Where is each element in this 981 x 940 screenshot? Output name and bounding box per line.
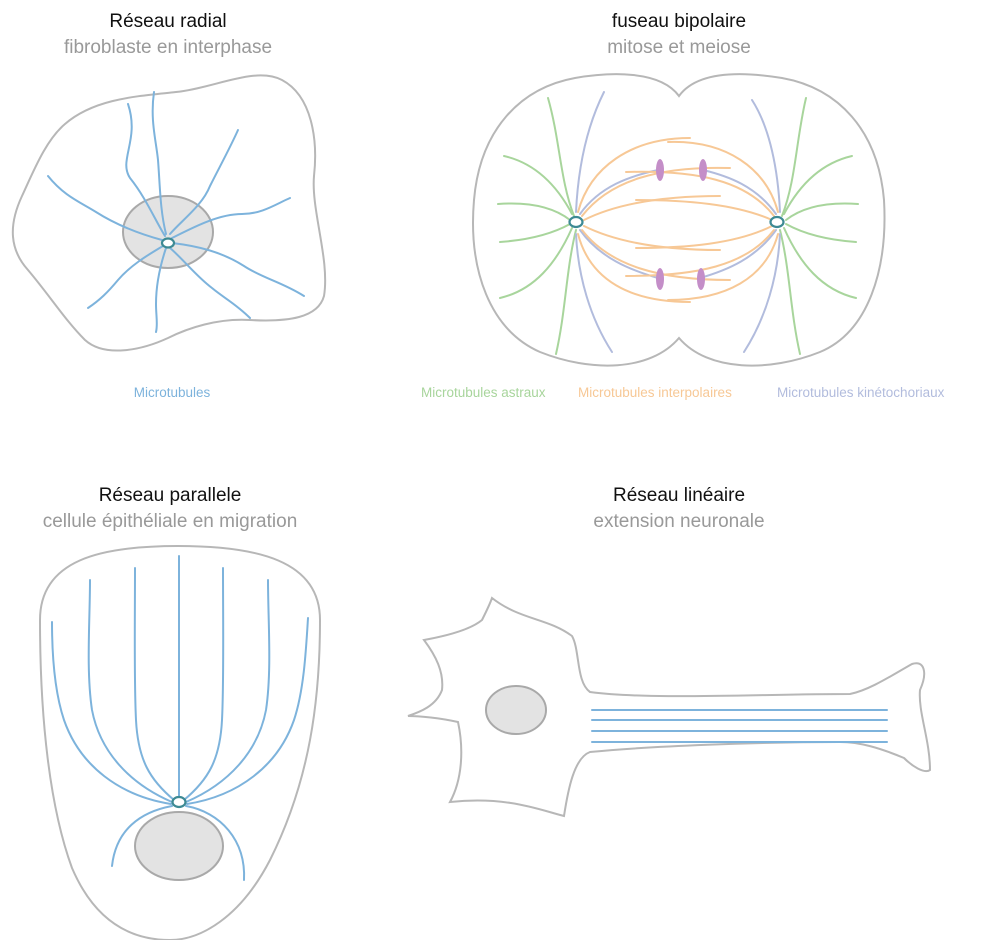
interpolar-microtubule (583, 195, 721, 221)
microtubule (183, 567, 225, 801)
chromosome (656, 268, 664, 290)
linear-panel: Réseau linéaire extension neuronale (407, 485, 932, 818)
microtubule (168, 246, 251, 319)
left-centrosome (568, 215, 584, 229)
astral-microtubules (497, 97, 859, 355)
kinetochore-legend: Microtubules kinétochoriaux (777, 385, 945, 400)
microtubule (185, 805, 246, 881)
radial-subtitle: fibroblaste en interphase (64, 37, 272, 58)
parallel-panel: Réseau parallele cellule épithéliale en … (38, 485, 322, 940)
linear-subtitle: extension neuronale (593, 511, 764, 532)
microtubules-legend: Microtubules (134, 385, 211, 400)
radial-microtubules (47, 91, 305, 333)
microtubule (154, 247, 167, 333)
radial-title: Réseau radial (109, 11, 226, 32)
astral-microtubule (781, 97, 807, 217)
astral-microtubule (503, 155, 573, 215)
interpolar-microtubule (625, 229, 775, 277)
centrosome (171, 795, 187, 809)
astral-microtubule (555, 229, 577, 355)
right-centrosome (769, 215, 785, 229)
dividing-cell-membrane (472, 73, 886, 367)
interpolar-microtubule (583, 225, 721, 251)
chromosome (697, 268, 705, 290)
neuron-nucleus (485, 685, 547, 735)
axon-microtubules (591, 709, 888, 743)
microtubule (51, 621, 172, 805)
kinetochore-microtubule (743, 233, 781, 353)
interpolar-microtubule (577, 137, 691, 213)
chromosome (699, 159, 707, 181)
microtubule (171, 197, 291, 239)
parallel-microtubules (51, 555, 309, 881)
microtubule (47, 175, 163, 241)
spindle-subtitle: mitose et meiose (607, 37, 751, 58)
astral-microtubule (785, 223, 857, 243)
astral-microtubule (779, 229, 801, 355)
chromosome (656, 159, 664, 181)
astral-legend: Microtubules astraux (421, 385, 546, 400)
astral-microtubule (547, 97, 575, 217)
kinetochore-microtubule (702, 169, 777, 215)
microtubule (171, 242, 305, 297)
linear-title: Réseau linéaire (613, 485, 745, 506)
astral-microtubule (783, 155, 853, 215)
astral-microtubule (785, 202, 859, 221)
astral-microtubule (783, 227, 857, 299)
kinetochore-microtubule (575, 91, 605, 213)
interpolar-microtubule (635, 225, 773, 249)
spindle-title: fuseau bipolaire (612, 11, 746, 32)
interpolar-microtubule (625, 170, 775, 217)
interpolar-microtubule (667, 140, 779, 213)
interpolar-microtubule (581, 229, 731, 281)
kinetochore-microtubule (699, 229, 777, 279)
kinetochore-microtubule (575, 233, 613, 353)
astral-microtubule (499, 223, 571, 243)
parallel-subtitle: cellule épithéliale en migration (43, 511, 298, 532)
centrosome (160, 237, 176, 249)
microtubule (87, 579, 173, 803)
interpolar-legend: Microtubules interpolaires (578, 385, 732, 400)
astral-microtubule (499, 227, 573, 299)
chromosomes (656, 159, 707, 290)
microtubule (87, 245, 164, 309)
interpolar-microtubule (667, 233, 779, 301)
microtubule (111, 805, 173, 867)
microtubule (125, 103, 166, 237)
microtubule (185, 579, 271, 803)
microtubule (169, 129, 239, 235)
radial-panel: Réseau radial fibroblaste en interphase … (11, 11, 327, 400)
spindle-panel: fuseau bipolaire mitose et meiose (421, 11, 945, 400)
parallel-title: Réseau parallele (99, 485, 242, 506)
microtubule (133, 567, 175, 801)
microtubule (186, 617, 309, 805)
epithelial-nucleus (134, 811, 224, 881)
astral-microtubule (497, 202, 571, 221)
kinetochore-microtubule (751, 99, 781, 213)
microtubule (151, 91, 167, 235)
interpolar-microtubule (635, 199, 773, 221)
interpolar-microtubule (577, 233, 691, 303)
